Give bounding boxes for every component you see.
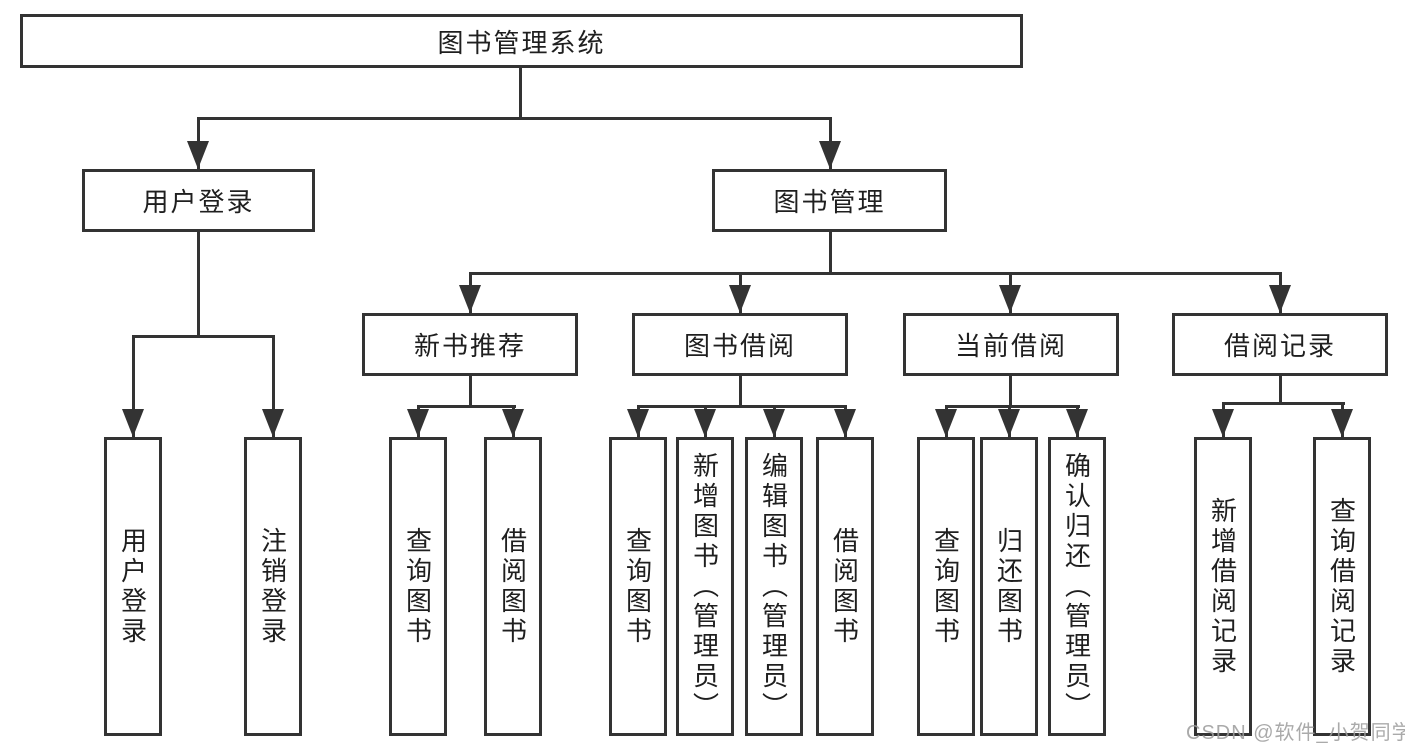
connector-root-stub — [519, 68, 522, 118]
arrow-down-icon — [1066, 409, 1088, 437]
leaf-borrow-books-borrowing-label: 借阅图书 — [829, 526, 860, 647]
leaf-add-borrow-record: 新增借阅记录 — [1194, 437, 1252, 736]
arrow-down-icon — [819, 141, 841, 169]
leaf-query-borrow-record: 查询借阅记录 — [1313, 437, 1371, 736]
arrow-down-icon — [935, 409, 957, 437]
connector-book-borrowing-hline — [637, 405, 846, 408]
leaf-logout-label: 注销登录 — [257, 526, 288, 647]
connector-current-borrowing-stub — [1009, 376, 1012, 407]
connector-drop-leaf-user-login — [132, 335, 135, 437]
arrow-down-icon — [502, 409, 524, 437]
leaf-borrow-books-recommend: 借阅图书 — [484, 437, 542, 736]
leaf-query-books-current-label: 查询图书 — [930, 526, 961, 647]
arrow-down-icon — [694, 409, 716, 437]
connector-current-borrowing-hline — [945, 405, 1080, 408]
arrow-down-icon — [122, 409, 144, 437]
arrow-down-icon — [1331, 409, 1353, 437]
node-system-root: 图书管理系统 — [20, 14, 1023, 68]
connector-borrowing-records-hline — [1222, 402, 1345, 405]
leaf-query-books-borrowing: 查询图书 — [609, 437, 667, 736]
leaf-query-books-borrowing-label: 查询图书 — [622, 526, 653, 647]
node-new-book-recommend-label: 新书推荐 — [413, 331, 526, 361]
leaf-borrow-books-recommend-label: 借阅图书 — [497, 526, 528, 647]
node-new-book-recommend: 新书推荐 — [362, 313, 578, 376]
leaf-query-borrow-record-label: 查询借阅记录 — [1326, 496, 1357, 677]
node-book-borrowing-label: 图书借阅 — [683, 331, 796, 361]
connector-drop-leaf-logout — [272, 335, 275, 437]
node-user-login: 用户登录 — [82, 169, 315, 232]
arrow-down-icon — [763, 409, 785, 437]
leaf-return-books-label: 归还图书 — [993, 526, 1024, 647]
connector-book-management-hline — [469, 272, 1282, 275]
leaf-add-borrow-record-label: 新增借阅记录 — [1207, 496, 1238, 677]
node-user-login-label: 用户登录 — [142, 187, 255, 217]
connector-book-borrowing-stub — [739, 376, 742, 407]
arrow-down-icon — [627, 409, 649, 437]
arrow-down-icon — [729, 285, 751, 313]
leaf-user-login: 用户登录 — [104, 437, 162, 736]
arrow-down-icon — [262, 409, 284, 437]
connector-user-login-hline — [132, 335, 275, 338]
node-book-borrowing: 图书借阅 — [632, 313, 848, 376]
leaf-query-books-recommend: 查询图书 — [389, 437, 447, 736]
node-current-borrowing: 当前借阅 — [903, 313, 1119, 376]
arrow-down-icon — [998, 409, 1020, 437]
connector-book-management-stub — [829, 232, 832, 274]
node-current-borrowing-label: 当前借阅 — [954, 331, 1067, 361]
leaf-add-books-admin-label: 新增图书（管理员） — [689, 451, 720, 722]
leaf-logout: 注销登录 — [244, 437, 302, 736]
leaf-borrow-books-borrowing: 借阅图书 — [816, 437, 874, 736]
arrow-down-icon — [187, 141, 209, 169]
leaf-edit-books-admin-label: 编辑图书（管理员） — [758, 451, 789, 722]
leaf-user-login-label: 用户登录 — [117, 526, 148, 647]
arrow-down-icon — [459, 285, 481, 313]
arrow-down-icon — [834, 409, 856, 437]
leaf-query-books-recommend-label: 查询图书 — [402, 526, 433, 647]
leaf-confirm-return-admin-label: 确认归还（管理员） — [1061, 451, 1092, 722]
leaf-confirm-return-admin: 确认归还（管理员） — [1048, 437, 1106, 736]
csdn-watermark: CSDN @软件_小贺同学 — [1186, 722, 1405, 744]
leaf-query-books-current: 查询图书 — [917, 437, 975, 736]
node-borrowing-records: 借阅记录 — [1172, 313, 1388, 376]
arrow-down-icon — [999, 285, 1021, 313]
arrow-down-icon — [1269, 285, 1291, 313]
connector-new-book-stub — [469, 376, 472, 407]
connector-new-book-hline — [417, 405, 516, 408]
leaf-add-books-admin: 新增图书（管理员） — [676, 437, 734, 736]
node-book-management-label: 图书管理 — [773, 187, 886, 217]
arrow-down-icon — [407, 409, 429, 437]
node-book-management: 图书管理 — [712, 169, 947, 232]
leaf-return-books: 归还图书 — [980, 437, 1038, 736]
node-system-root-label: 图书管理系统 — [437, 27, 606, 58]
leaf-edit-books-admin: 编辑图书（管理员） — [745, 437, 803, 736]
node-borrowing-records-label: 借阅记录 — [1223, 331, 1336, 361]
connector-user-login-stub — [197, 232, 200, 336]
arrow-down-icon — [1212, 409, 1234, 437]
connector-root-hline — [197, 117, 832, 120]
connector-borrowing-records-stub — [1279, 376, 1282, 404]
